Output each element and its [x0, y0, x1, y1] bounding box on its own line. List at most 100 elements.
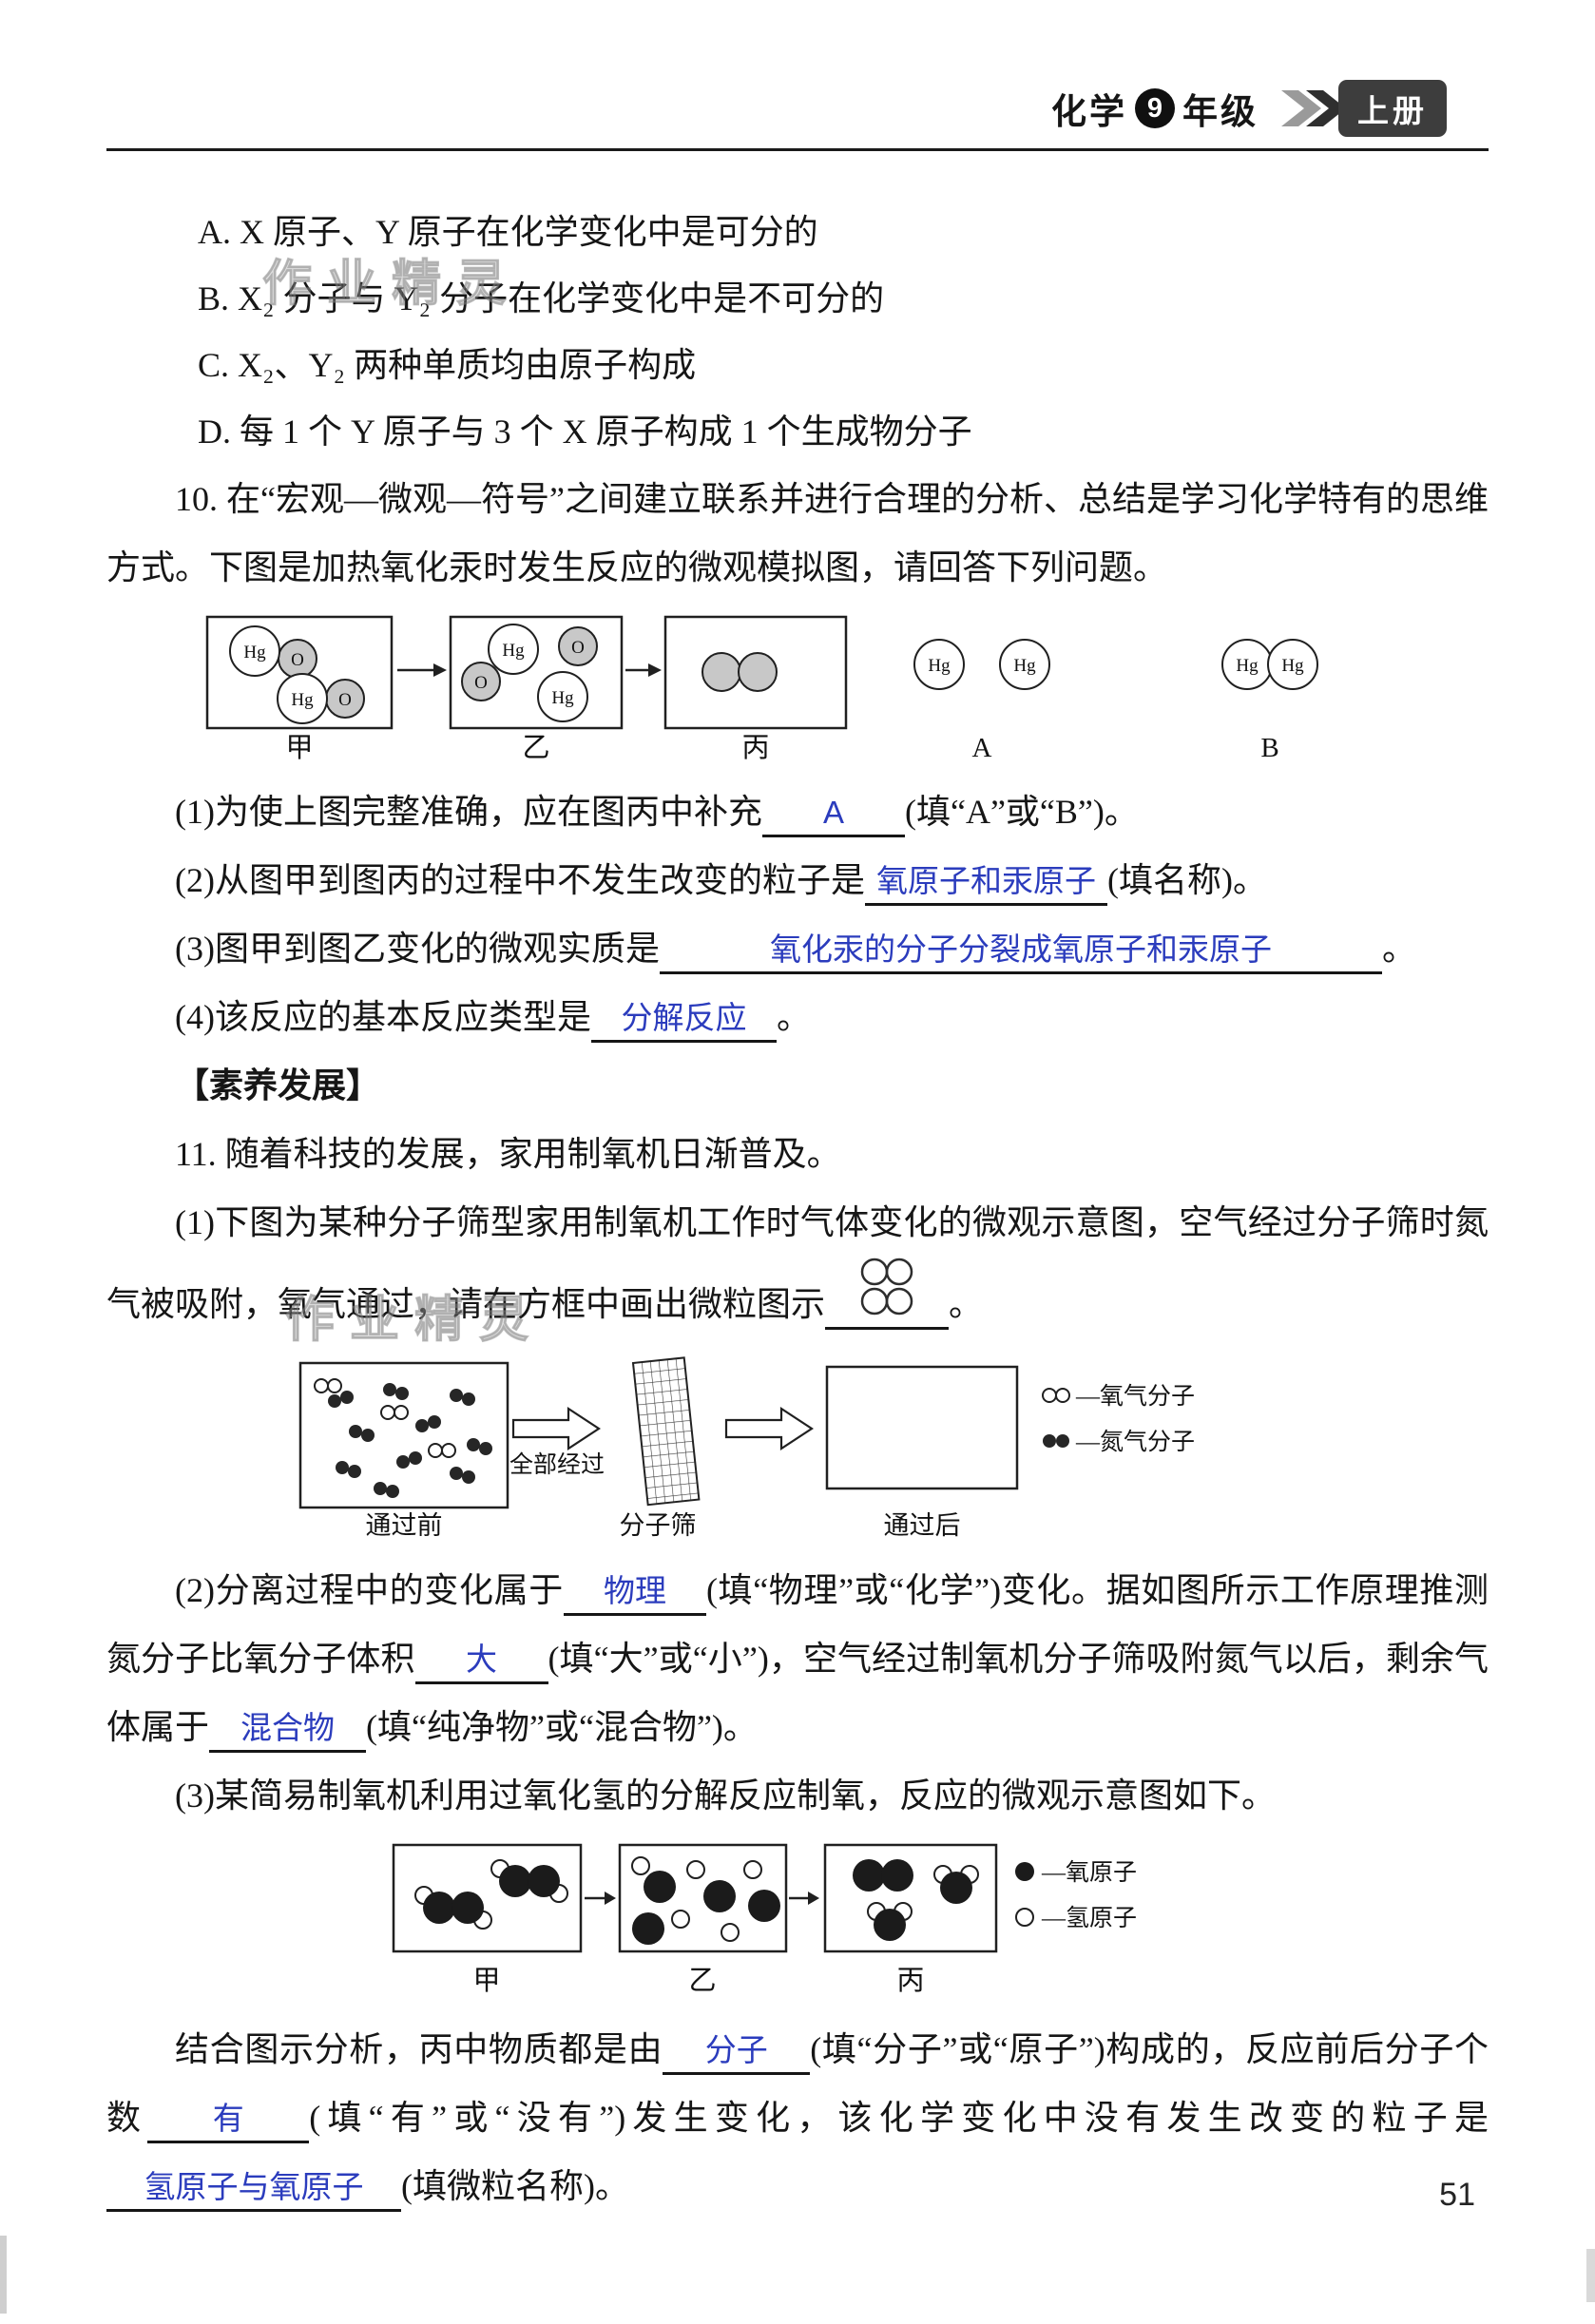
q11-sub3: (3)某简易制氧机利用过氧化氢的分解反应制氧，反应的微观示意图如下。 [175, 1777, 1276, 1815]
q10-sub4: (4)该反应的基本反应类型是分解反应。 [106, 983, 1489, 1051]
q10-sub1-blank: A [761, 794, 905, 837]
choice-b-mercury-molecule: Hg Hg [1221, 639, 1318, 690]
q11-sub2-blank3: 混合物 [209, 1709, 367, 1753]
grade-number-badge: 9 [1135, 88, 1175, 128]
atom-label: O [571, 638, 585, 658]
q11-sub2-blank1: 物理 [563, 1572, 706, 1616]
q11-sub1-prefix: (1)下图为某种分子筛型家用制氧机工作时气体变化的微观示意图，空气经过分子筛时氮… [106, 1203, 1489, 1323]
q11-intro: 11. 随着科技的发展，家用制氧机日渐普及。 [175, 1135, 841, 1173]
q11-peroxide-diagram-svg: —氧原子 —氢原子 甲 乙 丙 [392, 1843, 1137, 1996]
legend-oxygen-molecule: —氧气分子 [1042, 1383, 1195, 1410]
scan-artifact [0, 2236, 7, 2314]
diagram-label-yi: 乙 [688, 1966, 716, 1996]
atom-label: Hg [243, 643, 266, 663]
double-chevron-icon [1281, 90, 1346, 126]
atom-label: Hg [928, 656, 951, 676]
option-a: A. X 原子、Y 原子在化学变化中是可分的 [198, 213, 818, 251]
arrow-icon [789, 1892, 819, 1905]
header-rule [106, 148, 1489, 151]
after-label: 通过后 [884, 1511, 961, 1540]
q10-sub4-blank: 分解反应 [590, 999, 777, 1043]
q10-sub3-answer: 氧化汞的分子分裂成氧原子和汞原子 [769, 932, 1272, 967]
header-subject: 化学 [1051, 93, 1127, 132]
box-yi-separated-atoms: Hg O O Hg [449, 615, 624, 730]
box-yi-separated-atoms [618, 1843, 788, 1953]
q11-conclusion-answer1: 分子 [704, 2032, 768, 2067]
diagram-label-jia: 甲 [285, 733, 313, 763]
q10-sub4-prefix: (4)该反应的基本反应类型是 [175, 998, 591, 1036]
diagram-label-b: B [1260, 733, 1278, 763]
atom-label: Hg [1013, 656, 1036, 676]
q11-conclusion-answer3: 氢原子与氧原子 [144, 2169, 364, 2204]
diagram-label-yi: 乙 [522, 733, 549, 763]
diagram-label-jia: 甲 [472, 1966, 500, 1996]
air-after-box [825, 1365, 1019, 1490]
choice-a-mercury-atoms: Hg Hg [913, 639, 1050, 690]
molecular-sieve-grid [631, 1356, 701, 1507]
box-jia-hgo-molecules: Hg O Hg O [205, 615, 394, 730]
option-b: B. X₂ 分子与 Y₂ 分子在化学变化中是不可分的 [198, 279, 885, 317]
q11-sub2-answer1: 物理 [603, 1573, 666, 1608]
q11-sub2: (2)分离过程中的变化属于 物理(填“物理”或“化学”)变化。据如图所示工作原理推… [106, 1556, 1489, 1761]
atom-label: Hg [551, 688, 574, 708]
volume-badge: 上册 [1338, 80, 1447, 137]
diagram-label-bing: 丙 [741, 733, 769, 763]
q11-conclusion-p4: (填微粒名称)。 [401, 2167, 629, 2205]
page-header: 化学 9 年级 上册 [0, 0, 1595, 151]
q10-sub3: (3)图甲到图乙变化的微观实质是 氧化汞的分子分裂成氧原子和汞原子 。 [106, 914, 1489, 983]
box-jia-peroxide-molecules [392, 1843, 583, 1953]
page-number: 51 [1439, 2177, 1475, 2213]
q11-sub2-p1: (2)分离过程中的变化属于 [175, 1571, 564, 1609]
q11-sub2-blank2: 大 [414, 1641, 548, 1684]
q10-microscopic-diagram-svg: Hg O Hg O Hg O O Hg [205, 615, 1318, 763]
diagram-label-bing: 丙 [896, 1966, 924, 1996]
q11-sub2-p2: (填“物理”或“化学”)变化。据如图所示工作原理推测氮分子比氧分子体积 [106, 1571, 1489, 1678]
q11-sieve-diagram-svg: 全部经过 —氧气分子 —氮气分子 通过前 分子筛 通过后 [298, 1356, 1195, 1540]
atom-label: Hg [502, 641, 525, 661]
q11-sub1: (1)下图为某种分子筛型家用制氧机工作时气体变化的微观示意图，空气经过分子筛时氮… [106, 1188, 1489, 1338]
page-content: A. X 原子、Y 原子在化学变化中是可分的 B. X₂ 分子与 Y₂ 分子在化… [0, 151, 1595, 2220]
q10-stem: 10. 在“宏观—微观—符号”之间建立联系并进行合理的分析、总结是学习化学特有的… [106, 480, 1489, 586]
q11-conclusion-p2: (填“分子”或“原子”)构成的，反应前后分子个数 [106, 2030, 1489, 2137]
q10-sub4-answer: 分解反应 [621, 1000, 747, 1035]
options-block: A. X 原子、Y 原子在化学变化中是可分的 B. X₂ 分子与 Y₂ 分子在化… [106, 199, 1489, 465]
q11-conclusion-p1: 结合图示分析，丙中物质都是由 [175, 2030, 663, 2068]
atom-label: O [474, 673, 488, 693]
q11-conclusion-blank3: 氢原子与氧原子 [106, 2168, 401, 2212]
arrow-icon [625, 663, 662, 677]
atom-label: O [338, 690, 352, 710]
q11-conclusion-p3: (填“有”或“没有”)发生变化，该化学变化中没有发生改变的粒子是 [309, 2099, 1489, 2137]
box-bing-products [823, 1843, 998, 1953]
arrow-icon [397, 663, 447, 677]
atom-label: O [291, 650, 304, 670]
grade-number: 9 [1146, 92, 1163, 124]
legend-hydrogen-atom-label: —氢原子 [1041, 1905, 1137, 1931]
q10-sub2-suffix: (填名称)。 [1106, 861, 1267, 899]
block-arrow-icon [511, 1406, 602, 1451]
q11-conclusion-blank1: 分子 [663, 2031, 811, 2075]
air-before-box [298, 1361, 509, 1509]
q10-sub3-prefix: (3)图甲到图乙变化的微观实质是 [175, 930, 660, 968]
oxygen-molecules [314, 1378, 456, 1458]
q11-sub2-answer2: 大 [466, 1642, 497, 1677]
q10-sub3-suffix: 。 [1381, 930, 1416, 968]
q10-sub2-prefix: (2)从图甲到图丙的过程中不发生改变的粒子是 [175, 861, 865, 899]
q10-sub1-prefix: (1)为使上图完整准确，应在图丙中补充 [175, 793, 762, 831]
q10-sub2-blank: 氧原子和汞原子 [864, 862, 1107, 906]
diagram-label-a: A [972, 733, 992, 763]
atom-label: Hg [1281, 656, 1304, 676]
q10-sub3-blank: 氧化汞的分子分裂成氧原子和汞原子 [659, 931, 1382, 974]
section-header: 【素养发展】 [175, 1066, 381, 1104]
q10-sub4-suffix: 。 [776, 998, 811, 1036]
q11-sieve-diagram: 全部经过 —氧气分子 —氮气分子 通过前 分子筛 通过后 [106, 1352, 1489, 1548]
arrow-label: 全部经过 [509, 1451, 605, 1478]
q11-sub1-suffix: 。 [949, 1285, 984, 1323]
atom-label: Hg [291, 690, 314, 710]
legend-oxygen-atom: —氧原子 [1015, 1859, 1137, 1886]
option-c: C. X₂、Y₂ 两种单质均由原子构成 [198, 346, 697, 384]
q11-sub2-p3: (填“大”或“小”)，空气经过制氧机分子筛吸附氮气以后，剩余气体属于 [106, 1640, 1489, 1746]
q10-diagram: Hg O Hg O Hg O O Hg [106, 615, 1489, 770]
q11-sub2-answer3: 混合物 [240, 1710, 336, 1745]
q10-sub1-suffix: (填“A”或“B”)。 [904, 793, 1139, 831]
